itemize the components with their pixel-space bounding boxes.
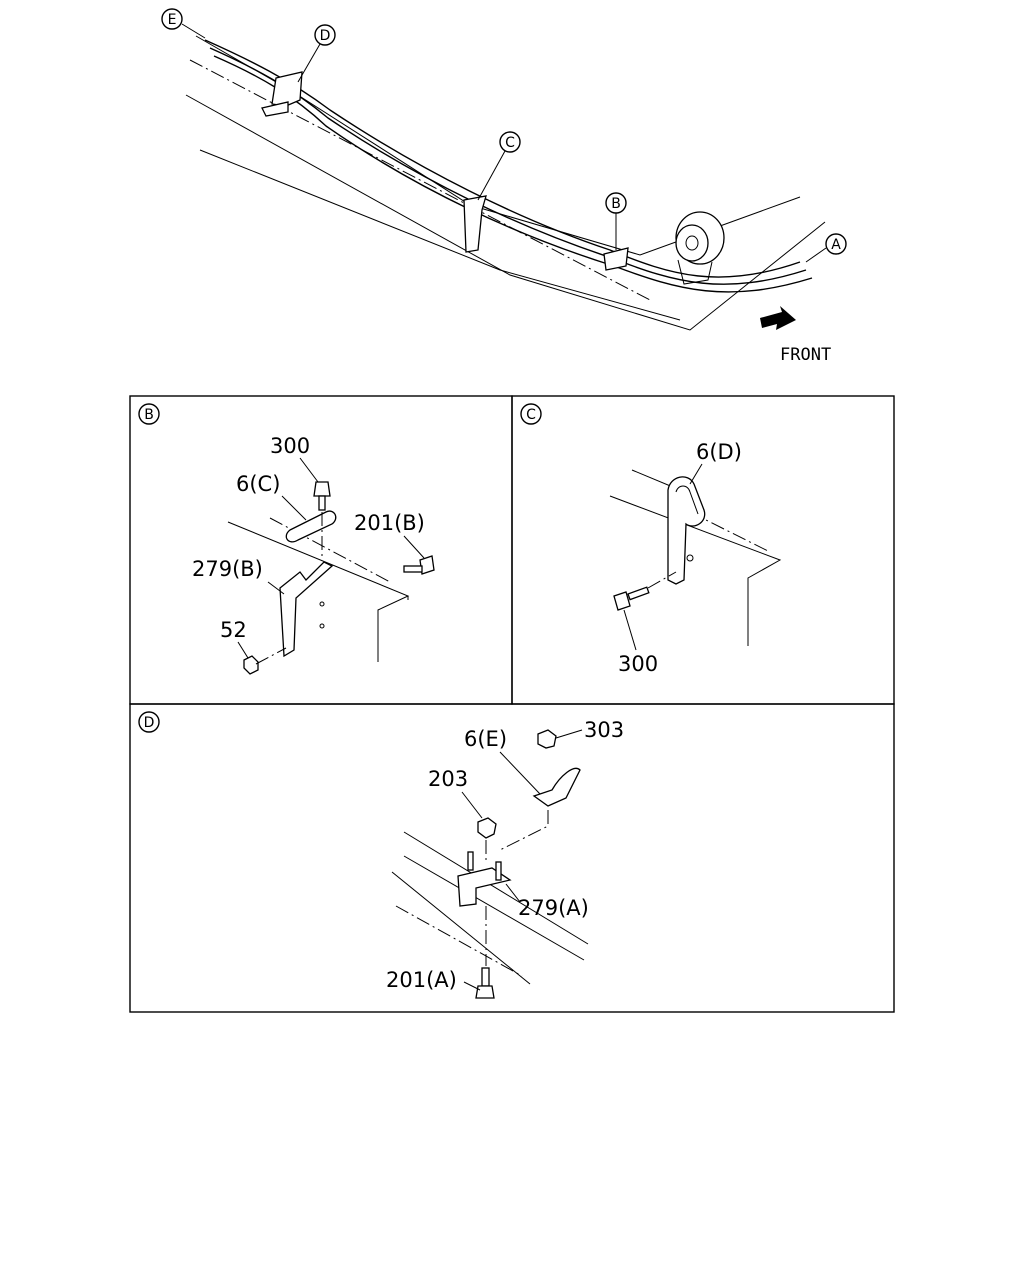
clip-c <box>463 195 487 253</box>
frame-center-line <box>189 59 651 301</box>
clip-6e <box>532 767 581 807</box>
nut-303 <box>537 729 557 749</box>
svg-text:C: C <box>526 407 536 423</box>
callout-e: E <box>161 8 206 39</box>
label-300: 300 <box>270 434 310 458</box>
label-300-c: 300 <box>618 652 658 676</box>
label-6d: 6(D) <box>696 440 742 464</box>
clip-d <box>271 71 303 107</box>
label-303: 303 <box>584 718 624 742</box>
callout-c: C <box>477 131 521 201</box>
label-6e: 6(E) <box>464 727 507 751</box>
callout-a: A <box>805 233 847 263</box>
panel-d-tag: D <box>138 711 160 733</box>
svg-text:D: D <box>320 28 331 44</box>
clip-6c <box>285 510 337 543</box>
frame-rail-side-edge <box>185 94 826 331</box>
front-arrow-icon <box>760 306 796 330</box>
label-203: 203 <box>428 767 468 791</box>
svg-text:A: A <box>831 237 841 253</box>
canister-face <box>675 224 709 262</box>
svg-text:D: D <box>144 715 155 731</box>
bolt-300-c <box>613 586 650 611</box>
label-6c: 6(C) <box>236 472 280 496</box>
clip-d-foot <box>261 101 289 117</box>
overview-drawing: FRONT E D C B A <box>161 8 847 365</box>
label-279a: 279(A) <box>518 896 589 920</box>
callout-d: D <box>297 24 336 83</box>
nut-203 <box>477 817 497 839</box>
clip-b <box>603 247 629 271</box>
front-label: FRONT <box>780 345 831 365</box>
panel-c-tag: C <box>520 403 542 425</box>
panel-b-tag: B <box>138 403 160 425</box>
panel-b-rail <box>227 521 410 662</box>
panel-frames <box>129 395 895 1013</box>
svg-text:E: E <box>168 12 177 28</box>
canister-center <box>685 235 699 251</box>
panel-c: C 6(D) 300 <box>520 403 782 676</box>
frame-rail-lower-edge <box>199 149 681 321</box>
panel-c-rail <box>609 495 782 646</box>
bolt-300 <box>313 481 331 511</box>
label-52: 52 <box>220 618 247 642</box>
label-201b: 201(B) <box>354 511 425 535</box>
bracket-279b <box>279 561 334 658</box>
panel-b: B 300 6(C) 201(B) 279(B) <box>138 403 435 675</box>
nut-52 <box>243 655 259 675</box>
clamp-6d <box>667 476 706 585</box>
svg-text:C: C <box>505 135 515 151</box>
label-201a: 201(A) <box>386 968 457 992</box>
bolt-201a <box>475 967 495 999</box>
canister-bracket <box>677 259 713 285</box>
bolt-201b <box>403 555 435 575</box>
svg-text:B: B <box>144 407 154 423</box>
svg-text:B: B <box>611 196 621 212</box>
panel-d: D 6(E) 303 203 279(A) 201(A) <box>138 711 624 999</box>
callout-b: B <box>605 192 627 250</box>
bracket-279a <box>457 867 512 907</box>
label-279b: 279(B) <box>192 557 263 581</box>
panel-d-rail <box>403 855 585 961</box>
